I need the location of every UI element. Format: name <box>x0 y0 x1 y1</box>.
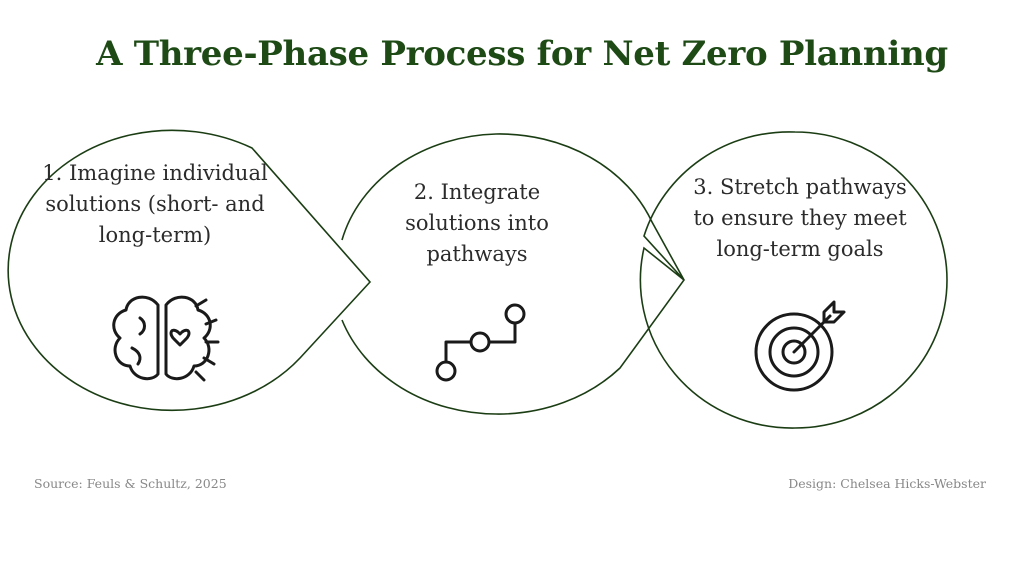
phase-2-shape <box>341 133 685 415</box>
phase-1-shape <box>7 129 372 412</box>
design-credit: Design: Chelsea Hicks-Webster <box>788 476 986 491</box>
source-credit: Source: Feuls & Schultz, 2025 <box>34 476 227 491</box>
phase-3-shape <box>639 131 948 429</box>
phase-1-label: 1. Imagine individual solutions (short- … <box>42 161 268 247</box>
target-arrow-icon <box>754 300 846 392</box>
brain-heart-icon <box>112 295 220 382</box>
phase-2-label: 2. Integrate solutions into pathways <box>405 180 549 266</box>
pathway-nodes-icon <box>435 303 526 382</box>
diagram-title: A Three-Phase Process for Net Zero Plann… <box>96 34 948 74</box>
phase-3-label: 3. Stretch pathways to ensure they meet … <box>693 175 907 261</box>
